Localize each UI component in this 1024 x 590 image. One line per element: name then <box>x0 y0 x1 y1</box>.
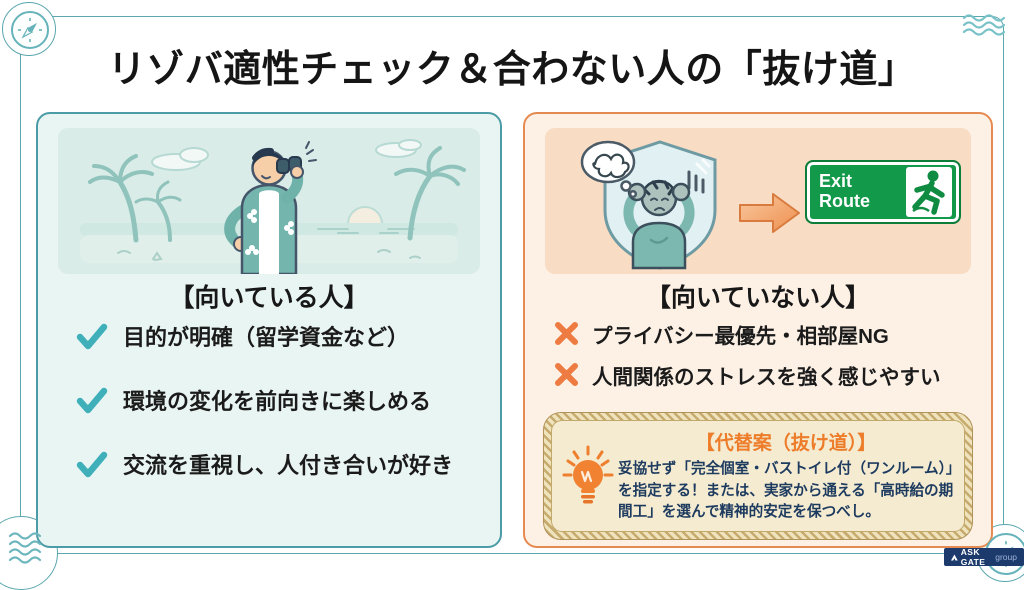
suited-list: 目的が明確（留学資金など） 環境の変化を前向きに楽しめる 交流を重視し、人付き合… <box>38 304 500 496</box>
unsuited-heading: 【向いていない人】 <box>645 284 871 312</box>
running-man-icon <box>912 170 945 215</box>
list-item-label: 交流を重視し、人付き合いが好き <box>123 453 454 478</box>
lightbulb-icon <box>558 443 618 509</box>
alternative-body: 妥協せず「完全個室・バストイレ付（ワンルーム）」を指定する！または、実家から通え… <box>618 460 954 521</box>
exit-sign-label: Exit Route <box>819 171 870 211</box>
check-icon <box>76 387 108 413</box>
waves-icon <box>962 14 1006 36</box>
list-item: プライバシー最優先・相部屋NG <box>525 313 991 354</box>
list-item: 目的が明確（留学資金など） <box>38 304 500 368</box>
unsuited-list: プライバシー最優先・相部屋NG 人間関係のストレスを強く感じやすい <box>525 313 991 395</box>
alternative-heading: 【代替案（抜け道）】 <box>695 432 877 454</box>
alternative-box: 【代替案（抜け道）】 妥協せず「完全個室・バストイレ付（ワンルーム）」を指定する… <box>543 412 973 540</box>
stress-exit-illustration: Exit Route <box>545 128 971 274</box>
unsuited-panel: Exit Route 【向いていない人】 プライバシー最優先・相部屋NG <box>523 112 993 548</box>
list-item-label: 目的が明確（留学資金など） <box>123 325 410 350</box>
list-item: 人間関係のストレスを強く感じやすい <box>525 354 991 395</box>
compass-icon <box>11 11 49 49</box>
man-with-binoculars-illustration <box>80 139 466 274</box>
stressed-person-shield-illustration <box>580 140 717 270</box>
brand-suffix: group <box>995 552 1017 562</box>
list-item: 交流を重視し、人付き合いが好き <box>38 432 500 496</box>
suited-panel: 【向いている人】 目的が明確（留学資金など） 環境の変化を前向きに楽しめる 交流… <box>36 112 502 548</box>
exit-route-sign: Exit Route <box>805 160 961 224</box>
check-icon <box>76 323 108 349</box>
brand-logo-mark-icon <box>951 553 958 561</box>
list-item: 環境の変化を前向きに楽しめる <box>38 368 500 432</box>
list-item-label: 人間関係のストレスを強く感じやすい <box>592 365 941 389</box>
cross-icon <box>555 322 578 345</box>
list-item-label: プライバシー最優先・相部屋NG <box>592 324 889 348</box>
check-icon <box>76 451 108 477</box>
list-item-label: 環境の変化を前向きに楽しめる <box>123 389 432 414</box>
compass-needle-icon <box>18 18 42 42</box>
brand-logo: ASK GATE group <box>944 547 1024 567</box>
exit-door <box>906 167 952 217</box>
brand-name: ASK GATE <box>960 547 986 567</box>
waves-icon <box>8 532 42 564</box>
arrow-right-icon <box>739 193 800 233</box>
alternative-box-inner: 【代替案（抜け道）】 妥協せず「完全個室・バストイレ付（ワンルーム）」を指定する… <box>551 420 965 532</box>
page-title: リゾバ適性チェック＆合わない人の「抜け道」 <box>107 49 917 91</box>
suited-heading: 【向いている人】 <box>169 284 369 312</box>
cross-icon <box>555 363 578 386</box>
beach-illustration <box>58 128 480 274</box>
